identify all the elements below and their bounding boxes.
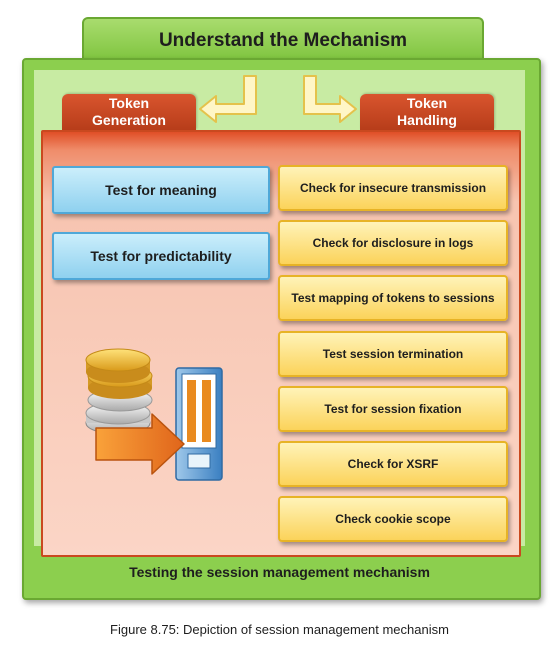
generation-item: Test for meaning <box>52 166 270 214</box>
handling-item: Check for XSRF <box>278 441 508 487</box>
tab-generation-line2: Generation <box>92 112 166 128</box>
handling-item: Test session termination <box>278 331 508 377</box>
arrow-right-icon <box>303 75 357 123</box>
handling-item: Test mapping of tokens to sessions <box>278 275 508 321</box>
arrow-left-icon <box>199 75 257 123</box>
generation-item: Test for predictability <box>52 232 270 280</box>
coins-arrow-server-icon <box>85 348 223 481</box>
handling-item: Check for disclosure in logs <box>278 220 508 266</box>
footer-label: Testing the session management mechanism <box>129 564 430 580</box>
handling-item: Check for insecure transmission <box>278 165 508 211</box>
tab-handling-line1: Token <box>406 95 448 111</box>
handling-item: Check cookie scope <box>278 496 508 542</box>
tab-handling-line2: Handling <box>397 112 457 128</box>
title: Understand the Mechanism <box>82 17 484 63</box>
figure-caption: Figure 8.75: Depiction of session manage… <box>110 622 449 637</box>
tab-generation-line1: Token <box>108 95 150 111</box>
handling-item: Test for session fixation <box>278 386 508 432</box>
